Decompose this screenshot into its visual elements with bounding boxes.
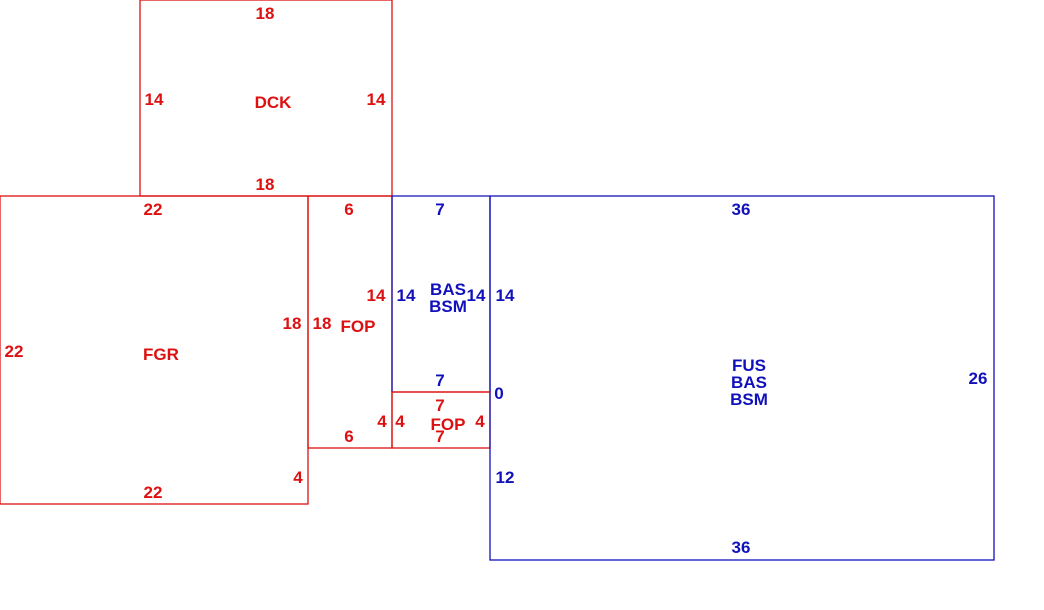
dck-area-label: DCK — [255, 93, 293, 112]
dck-dim-top: 18 — [256, 4, 275, 23]
fgr-dim-top: 22 — [144, 200, 163, 219]
fus-dim-right: 26 — [969, 369, 988, 388]
bas-bsm-small-dim-bottom: 7 — [435, 371, 444, 390]
fop-lower-dim-right: 4 — [475, 412, 485, 431]
fus-bas-bsm-outline — [489, 195, 995, 561]
bas-bsm-small-area-line-2: BSM — [429, 297, 467, 316]
dck-dim-bottom: 18 — [256, 175, 275, 194]
fop-upper-dim-bottom: 6 — [344, 427, 353, 446]
bas-bsm-small-dim-right: 14 — [467, 286, 486, 305]
fop-lower-dim-top: 7 — [435, 396, 444, 415]
fus-dim-left-lower: 12 — [496, 468, 515, 487]
fgr-dim-right-lower: 4 — [293, 468, 303, 487]
fop-upper-area-label: FOP — [341, 317, 376, 336]
fus-dim-bottom: 36 — [732, 538, 751, 557]
bas-bsm-small-area-line-1: BAS — [430, 280, 466, 299]
fgr-area-label: FGR — [143, 345, 179, 364]
fop-lower-dim-bottom: 7 — [435, 427, 444, 446]
fop-lower-area-label: FOP — [431, 415, 466, 434]
bas-bsm-small-dim-left: 14 — [397, 286, 416, 305]
fus-area-line-1: FUS — [732, 356, 766, 375]
fgr-dim-bottom: 22 — [144, 483, 163, 502]
dck-dim-right: 14 — [367, 90, 386, 109]
fus-area-line-2: BAS — [731, 373, 767, 392]
fop-upper-dim-top: 6 — [344, 200, 353, 219]
fgr-dim-right-upper: 18 — [283, 314, 302, 333]
fop-upper-dim-left: 18 — [313, 314, 332, 333]
fus-area-line-3: BSM — [730, 390, 768, 409]
fop-upper-dim-right-lower: 4 — [377, 412, 387, 431]
fgr-dim-left: 22 — [5, 342, 24, 361]
fus-dim-left-upper: 14 — [496, 286, 515, 305]
fop-lower-dim-left: 4 — [395, 412, 405, 431]
dck-dim-left: 14 — [145, 90, 164, 109]
bas-bsm-small-dim-top: 7 — [435, 200, 444, 219]
fus-dim-left-mid: 0 — [494, 384, 503, 403]
fus-dim-top: 36 — [732, 200, 751, 219]
fop-upper-dim-right: 14 — [367, 286, 386, 305]
